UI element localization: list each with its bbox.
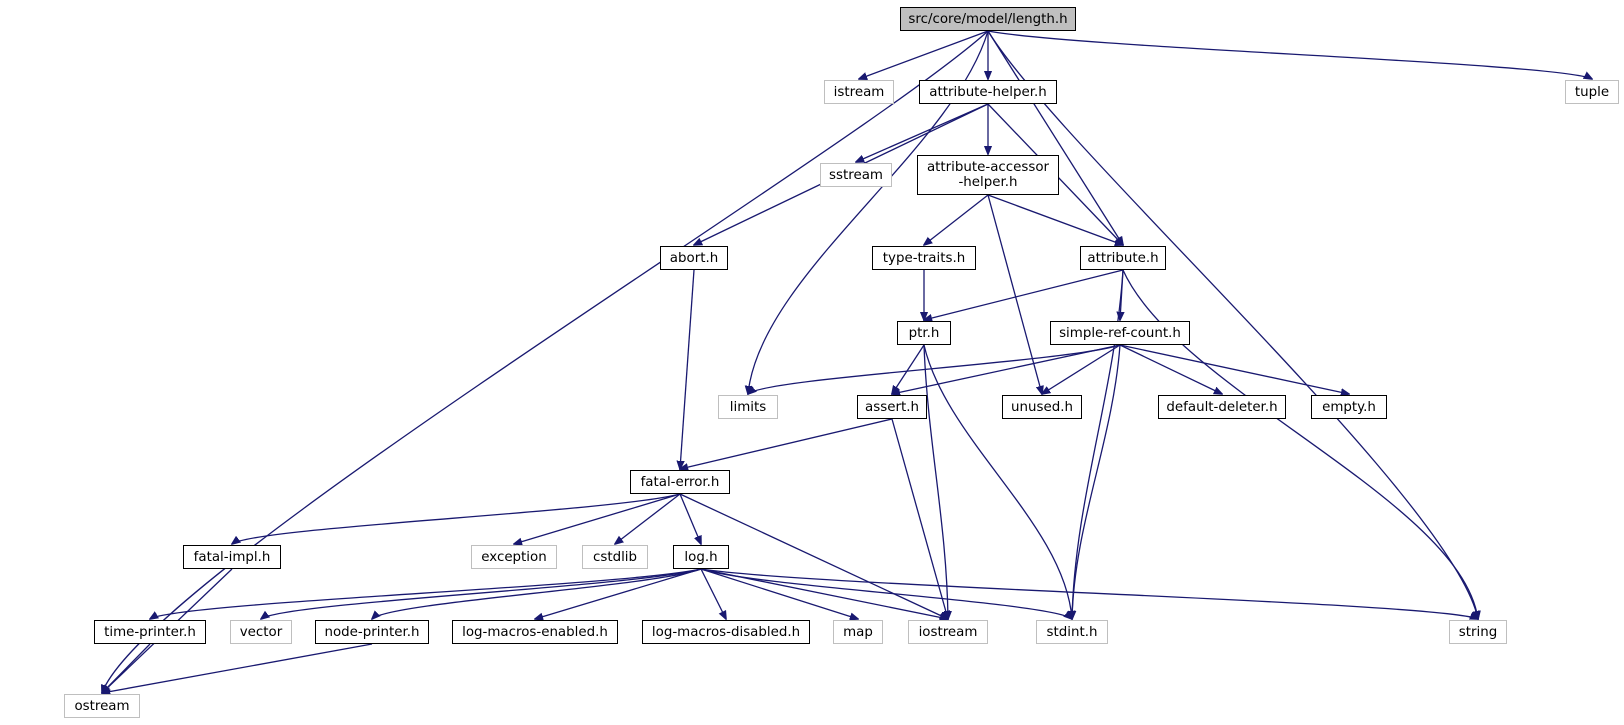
edge-time_printer-to-ostream: [102, 643, 151, 693]
node-log-macros-disabled-h[interactable]: log-macros-disabled.h: [642, 620, 810, 644]
edge-assert-to-iostream: [891, 418, 948, 619]
edge-fatal_error-to-exception: [514, 493, 681, 544]
edge-log-to-vector: [261, 568, 702, 619]
edge-log-to-log_disabled: [700, 568, 726, 619]
edge-length-to-attribute: [987, 30, 1123, 245]
edge-ptr-to-stdint: [923, 344, 1072, 619]
edge-simple_ref-to-default_deleter: [1119, 344, 1222, 394]
node-attribute-helper-h[interactable]: attribute-helper.h: [919, 80, 1057, 104]
node-simple-ref-count-h[interactable]: simple-ref-count.h: [1050, 321, 1190, 345]
edge-log-to-stdint: [700, 568, 1072, 619]
node-map[interactable]: map: [833, 620, 883, 644]
edge-attribute-to-ptr: [924, 269, 1124, 320]
edge-attr_helper-to-sstream: [856, 103, 989, 162]
node-sstream[interactable]: sstream: [820, 163, 892, 187]
edge-simple_ref-to-limits: [748, 344, 1121, 394]
node-stdint-h[interactable]: stdint.h: [1036, 620, 1108, 644]
node-fatal-error-h[interactable]: fatal-error.h: [630, 470, 730, 494]
edge-abort-to-fatal_error: [680, 269, 695, 469]
node-tuple[interactable]: tuple: [1565, 80, 1619, 104]
node-iostream[interactable]: iostream: [908, 620, 988, 644]
edge-length-to-tuple: [987, 30, 1592, 79]
node-ostream[interactable]: ostream: [64, 694, 140, 718]
node-vector[interactable]: vector: [230, 620, 292, 644]
edge-ptr-to-assert: [892, 344, 925, 394]
edge-fatal_error-to-log: [679, 493, 701, 544]
node-istream[interactable]: istream: [824, 80, 894, 104]
edge-simple_ref-to-assert: [892, 344, 1121, 394]
edge-log-to-time_printer: [150, 568, 702, 619]
node-limits[interactable]: limits: [718, 395, 778, 419]
edge-fatal_error-to-fatal_impl: [232, 493, 681, 544]
edge-log-to-node_printer: [372, 568, 702, 619]
edge-log-to-string: [700, 568, 1478, 619]
node-attribute-accessor-helper-h[interactable]: attribute-accessor -helper.h: [917, 155, 1059, 195]
node-fatal-impl-h[interactable]: fatal-impl.h: [183, 545, 281, 569]
edge-length-to-ostream: [102, 30, 989, 693]
edge-attribute-to-string: [1122, 269, 1478, 619]
node-abort-h[interactable]: abort.h: [660, 246, 728, 270]
node-length-h[interactable]: src/core/model/length.h: [900, 7, 1076, 31]
node-log-h[interactable]: log.h: [673, 545, 729, 569]
node-default-deleter-h[interactable]: default-deleter.h: [1158, 395, 1286, 419]
edge-assert-to-fatal_error: [680, 418, 893, 469]
edge-fatal_error-to-iostream: [679, 493, 948, 619]
node-empty-h[interactable]: empty.h: [1311, 395, 1387, 419]
edge-node_printer-to-ostream: [102, 643, 373, 693]
edge-fatal_error-to-cstdlib: [615, 493, 681, 544]
node-cstdlib[interactable]: cstdlib: [582, 545, 648, 569]
edge-length-to-istream: [859, 30, 989, 79]
edge-log-to-map: [700, 568, 858, 619]
node-exception[interactable]: exception: [471, 545, 557, 569]
node-attribute-h[interactable]: attribute.h: [1080, 246, 1166, 270]
node-log-macros-enabled-h[interactable]: log-macros-enabled.h: [452, 620, 618, 644]
edge-attribute-to-stdint: [1072, 269, 1124, 619]
edge-ptr-to-iostream: [923, 344, 948, 619]
node-ptr-h[interactable]: ptr.h: [897, 321, 951, 345]
edge-attr_accessor-to-unused: [987, 194, 1042, 394]
node-assert-h[interactable]: assert.h: [857, 395, 927, 419]
edge-simple_ref-to-unused: [1042, 344, 1121, 394]
edge-attr_accessor-to-attribute: [987, 194, 1123, 245]
edge-log-to-log_enabled: [535, 568, 702, 619]
node-time-printer-h[interactable]: time-printer.h: [94, 620, 206, 644]
node-string[interactable]: string: [1449, 620, 1507, 644]
edges-layer: [102, 30, 1592, 693]
node-type-traits-h[interactable]: type-traits.h: [872, 246, 976, 270]
node-attribute-accessor-helper-h-label: attribute-accessor -helper.h: [926, 160, 1050, 190]
edge-simple_ref-to-empty: [1119, 344, 1349, 394]
edge-attr_accessor-to-type_traits: [924, 194, 989, 245]
node-unused-h[interactable]: unused.h: [1002, 395, 1082, 419]
edge-simple_ref-to-stdint: [1072, 344, 1121, 619]
node-node-printer-h[interactable]: node-printer.h: [315, 620, 429, 644]
